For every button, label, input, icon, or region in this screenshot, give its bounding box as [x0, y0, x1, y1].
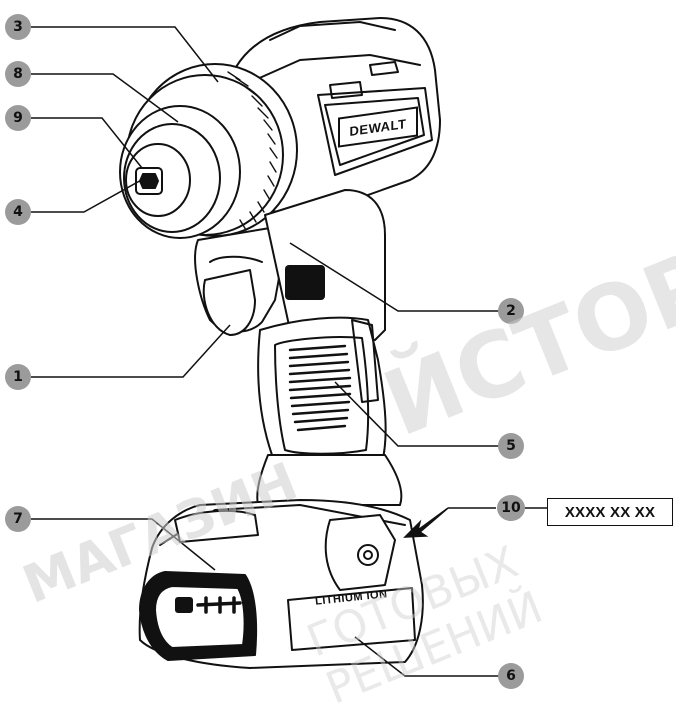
diagram-stage: DEWALT LITHIUM ION 3 8 9 4 2 1 5 7 10 6 …: [5, 14, 676, 715]
callout-6: 6: [498, 663, 524, 689]
brand-logo-text: DEWALT: [349, 115, 407, 139]
drill-illustration: [31, 17, 547, 677]
callout-9: 9: [5, 105, 31, 131]
latch-arrow: [403, 507, 449, 538]
trigger: [202, 269, 256, 336]
callout-4: 4: [5, 199, 31, 225]
callout-1: 1: [5, 364, 31, 390]
callout-7: 7: [5, 506, 31, 532]
callout-3: 3: [5, 14, 31, 40]
callout-10: 10: [497, 495, 525, 521]
callout-2: 2: [498, 298, 524, 324]
serial-number-box: XXXX XX XX: [547, 498, 673, 526]
callout-8: 8: [5, 61, 31, 87]
handle-grip: [257, 316, 387, 471]
callout-5: 5: [498, 433, 524, 459]
